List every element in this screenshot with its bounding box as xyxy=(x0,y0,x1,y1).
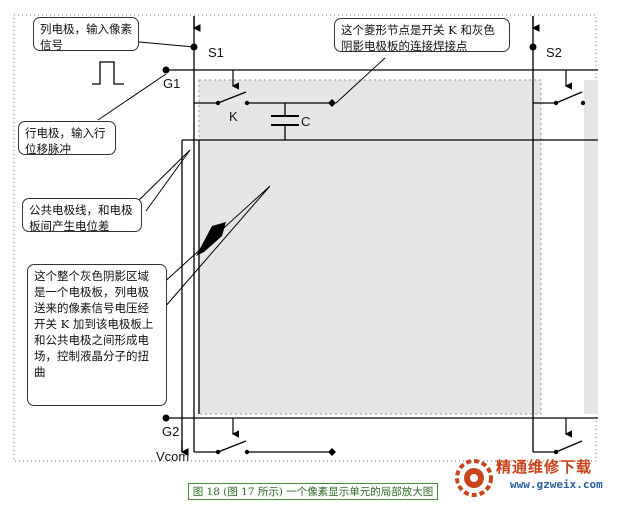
watermark-logo: 精通维修下载 www.gzweix.com xyxy=(452,452,618,502)
s2-node xyxy=(529,43,537,51)
pointer-diamond xyxy=(335,57,386,104)
callout-row-electrode: 行电极，输入行位移脉冲 xyxy=(18,121,116,156)
callout-gray-region: 这个整个灰色阴影区域是一个电极板，列电极送来的像素信号电压经开关 K 加到该电极… xyxy=(27,264,167,406)
gear-logo-icon xyxy=(455,459,493,497)
label-g2: G2 xyxy=(162,424,180,439)
callout-diamond-node: 这个菱形节点是开关 K 和灰色阴影电极板的连接焊接点 xyxy=(334,18,510,53)
pixel-electrode-plate xyxy=(198,79,542,415)
label-g1: G1 xyxy=(163,76,181,91)
label-c: C xyxy=(301,114,311,129)
switch-k xyxy=(217,91,247,104)
watermark-name: 精通维修下载 xyxy=(496,458,593,476)
label-s2: S2 xyxy=(546,45,562,60)
shift-pulse-icon xyxy=(92,61,124,85)
callout-common-electrode: 公共电极线，和电极板间产生电位差 xyxy=(22,198,142,233)
watermark-url: www.gzweix.com xyxy=(510,478,603,491)
diamond-node xyxy=(328,99,336,107)
label-k: K xyxy=(229,109,238,124)
pointer-common xyxy=(132,149,191,212)
ink-smudge xyxy=(196,222,226,256)
label-s1: S1 xyxy=(208,45,224,60)
pointer-row xyxy=(97,73,167,121)
figure-caption: 图 18 (图 17 所示) 一个像素显示单元的局部放大图 xyxy=(188,483,438,500)
pointer-region xyxy=(159,185,271,309)
label-vcom: Vcom xyxy=(156,449,190,464)
callout-column-electrode: 列电极，输入像素信号 xyxy=(33,17,139,52)
g1-node xyxy=(162,66,170,74)
g2-node xyxy=(162,414,170,422)
next-pixel-plate xyxy=(584,80,598,414)
